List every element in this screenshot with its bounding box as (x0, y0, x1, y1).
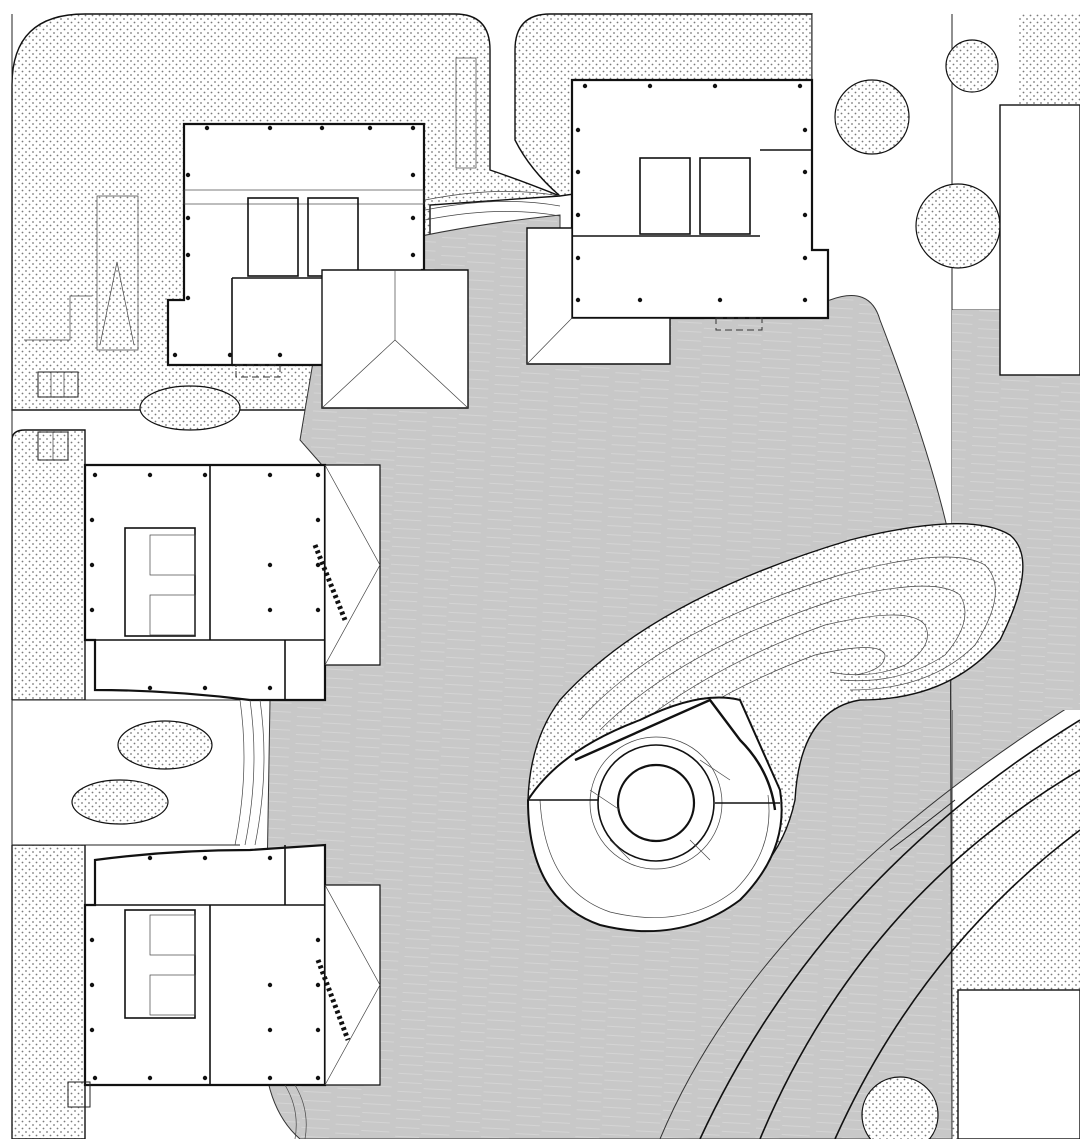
building-c (83, 463, 381, 702)
lawn-oval-1 (139, 385, 241, 431)
trees-and-lawns (71, 39, 1001, 1139)
building-a (166, 122, 561, 409)
tree-3 (915, 183, 1001, 269)
utility-blocks (24, 57, 477, 1108)
west-steps (234, 699, 307, 1139)
building-d (83, 843, 381, 1087)
tree-4 (861, 1076, 939, 1139)
lawn-oval-3 (71, 779, 169, 825)
west-planting-south (11, 844, 86, 1139)
south-east-building-footprint (957, 989, 1080, 1139)
lawn-oval-2 (117, 720, 213, 770)
tree-2 (945, 39, 999, 93)
north-east-planting (1018, 14, 1080, 105)
pavilion-mound (526, 522, 1024, 933)
building-b (526, 78, 830, 365)
east-building-footprint (999, 104, 1080, 376)
pavilion-core (616, 763, 696, 843)
tree-1 (834, 79, 910, 155)
west-planting-middle (11, 429, 86, 701)
